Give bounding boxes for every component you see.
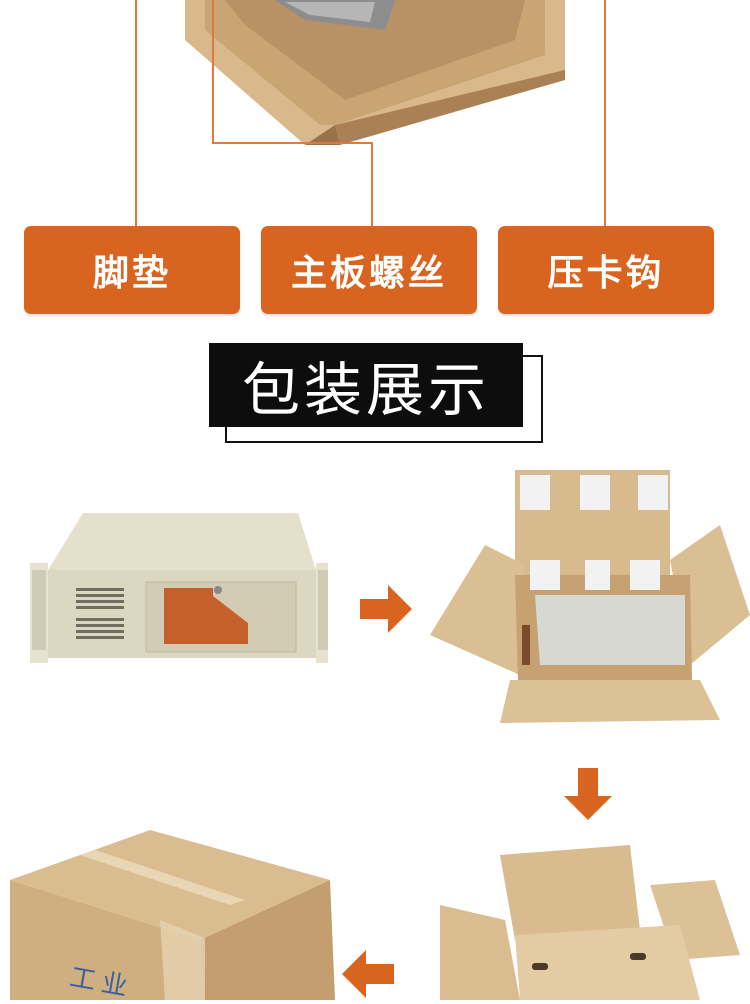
section-title: 包装展示 xyxy=(209,343,523,427)
arrow-left-icon xyxy=(342,950,394,998)
leader-line-screw-v2 xyxy=(371,142,373,228)
label-clip-hook: 压卡钩 xyxy=(498,226,714,314)
arrow-down-icon xyxy=(564,768,612,820)
leader-line-screw-v1 xyxy=(212,0,214,143)
sealed-box-image xyxy=(10,830,335,1000)
leader-line-foot xyxy=(135,0,137,228)
box-with-lid-image xyxy=(440,845,740,1000)
leader-line-screw-h xyxy=(212,142,373,144)
label-foot-pad: 脚垫 xyxy=(24,226,240,314)
label-board-screw: 主板螺丝 xyxy=(261,226,477,314)
rack-chassis-image xyxy=(30,513,328,663)
accessory-tray-image xyxy=(185,0,565,145)
open-box-with-chassis-image xyxy=(430,470,750,723)
leader-line-hook xyxy=(604,0,606,228)
arrow-right-icon xyxy=(360,585,412,633)
